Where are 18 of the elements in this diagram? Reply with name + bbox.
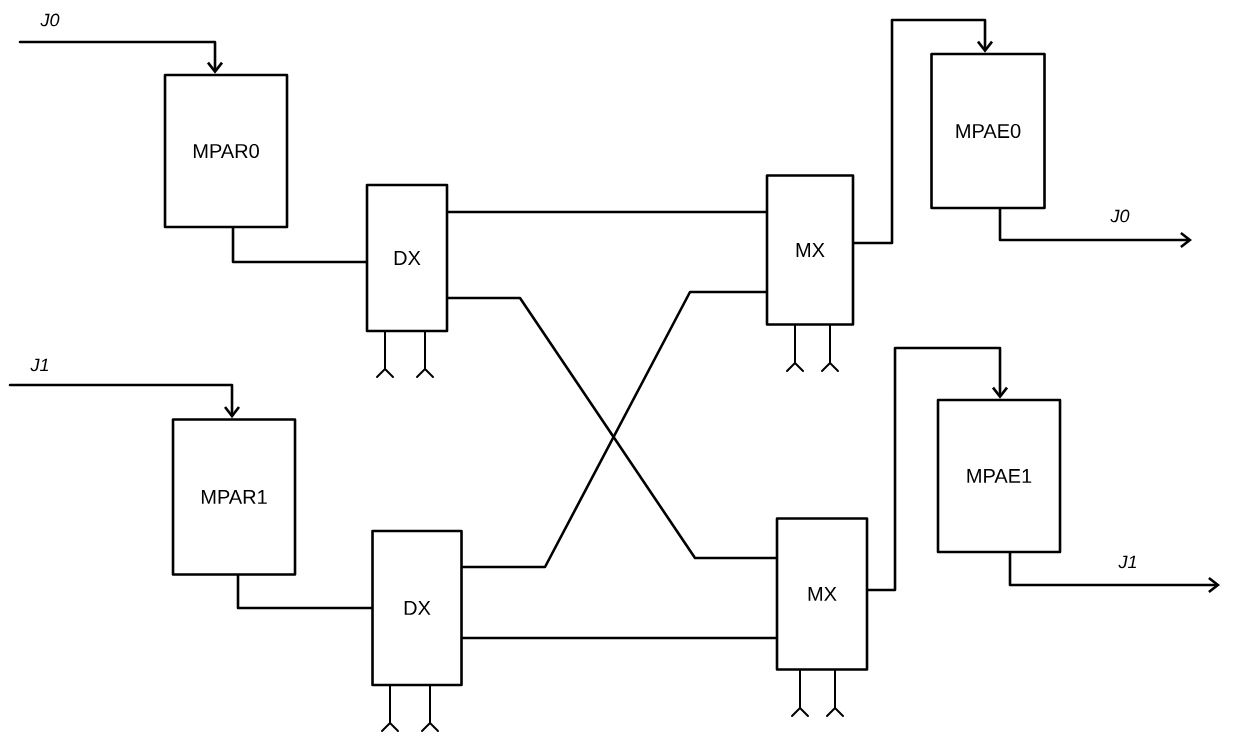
edge-label: J0 [40, 13, 60, 27]
arrow [853, 18, 994, 245]
block-box: MX [765, 174, 855, 326]
edge-label: J1 [30, 358, 48, 372]
arrow [18, 40, 224, 74]
block-box: MPAE1 [936, 398, 1062, 554]
arrow [8, 383, 241, 419]
block-box: DX [371, 529, 463, 687]
block-box: DX [365, 183, 449, 333]
block-box: MPAE0 [930, 52, 1046, 210]
edge-label: J1 [1118, 555, 1136, 569]
arrow [1008, 552, 1220, 593]
arrow [867, 346, 1009, 592]
block-box: MX [775, 517, 869, 671]
block-box: MPAR0 [163, 73, 289, 229]
block-box: MPAR1 [171, 418, 297, 576]
arrow [998, 208, 1192, 249]
edge-label: J0 [1110, 209, 1130, 223]
